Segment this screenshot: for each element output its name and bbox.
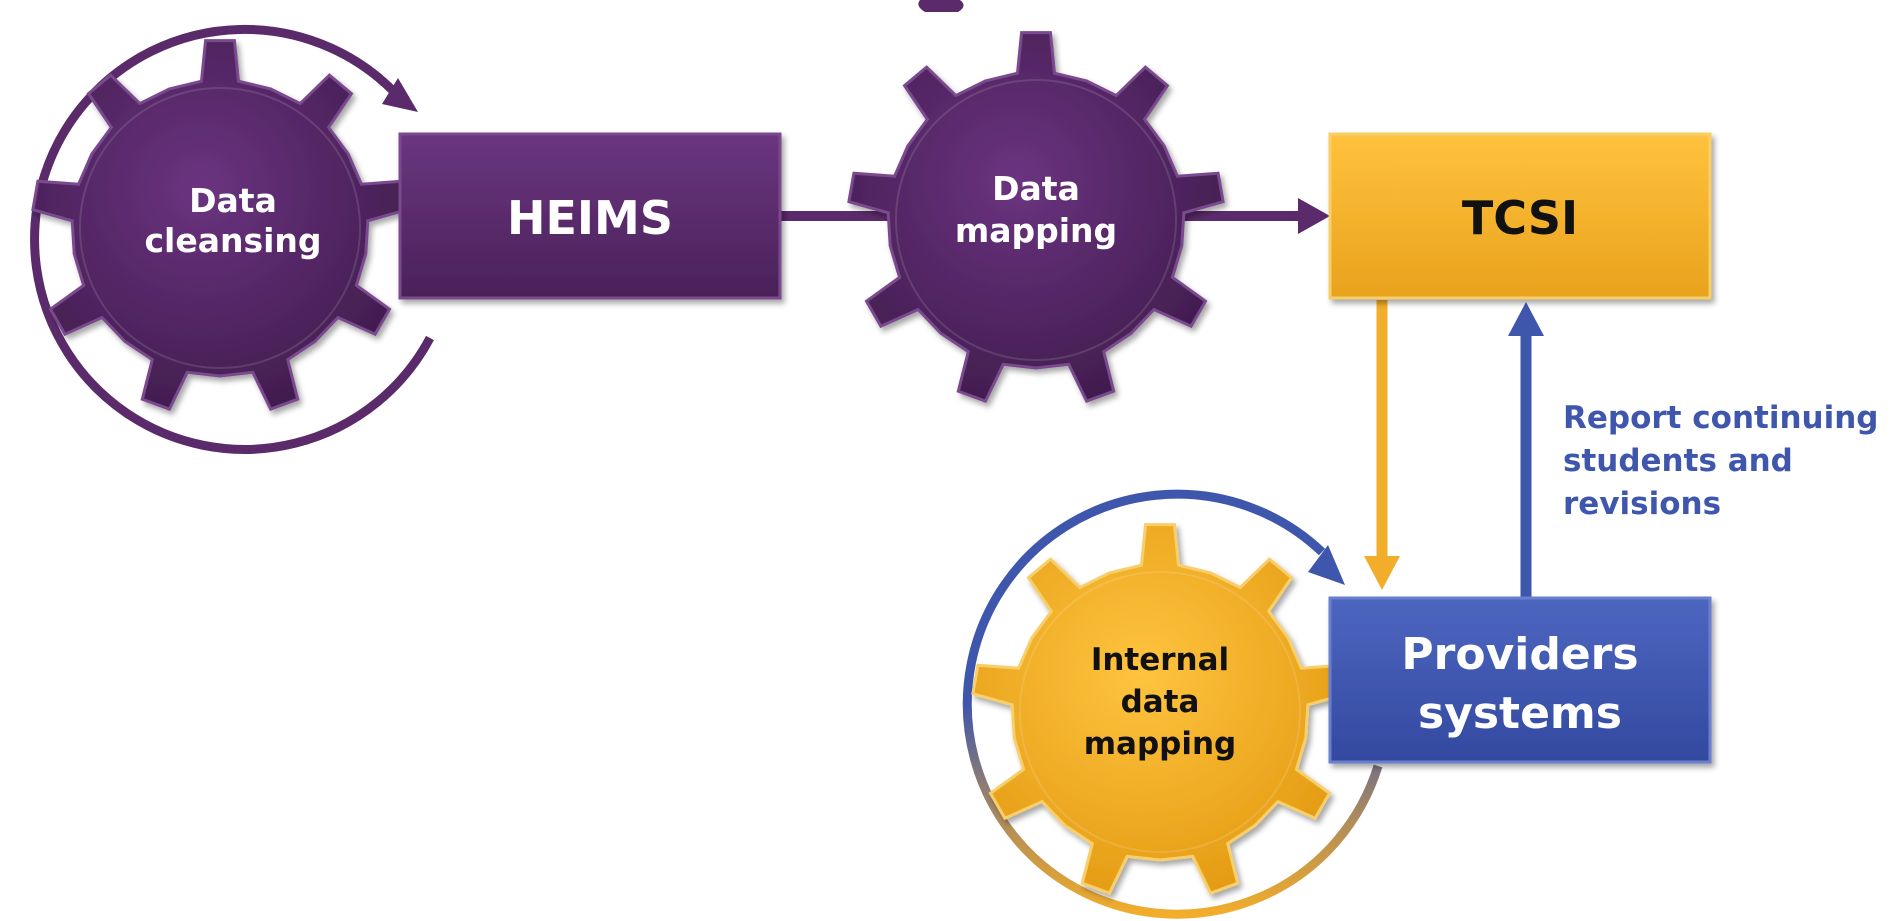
heims-label: HEIMS	[507, 191, 673, 245]
internal-cycle-arrow	[962, 489, 1383, 919]
gear-mapping-shape	[847, 31, 1225, 403]
data-mapping-label-line-2: mapping	[955, 211, 1117, 250]
gear-cleansing-rim	[79, 87, 361, 369]
gear-internal-rim	[1019, 571, 1301, 853]
heims-box	[398, 132, 782, 300]
providers-to-tcsi-arrowhead	[1508, 302, 1544, 336]
internal-mapping-label-line-2: data	[1121, 684, 1200, 720]
internal-data-mapping-gear-icon	[971, 523, 1349, 895]
internal-mapping-label-line-3: mapping	[1084, 726, 1237, 762]
heims-to-tcsi-arrowhead	[1298, 198, 1330, 234]
internal-cycle-arrowhead	[1308, 545, 1345, 585]
data-cleansing-gear-icon	[31, 39, 409, 411]
providers-systems-box	[1328, 596, 1712, 764]
providers-label-line-2: systems	[1418, 688, 1622, 739]
data-mapping-gear-icon	[847, 31, 1225, 403]
gear-cleansing-shape	[31, 39, 409, 411]
tcsi-to-providers-arrowhead	[1364, 556, 1400, 590]
tcsi-box	[1328, 132, 1712, 300]
providers-label-line-1: Providers	[1401, 629, 1638, 680]
data-cleansing-label-line-1: Data	[189, 181, 277, 220]
gear-mapping-rim	[895, 79, 1177, 361]
tcsi-label: TCSI	[1462, 191, 1578, 245]
cleansing-cycle-arrow	[30, 24, 434, 454]
report-annotation-line-2: students and	[1563, 443, 1793, 479]
data-mapping-label-line-1: Data	[992, 169, 1080, 208]
gear-internal-shape	[971, 523, 1349, 895]
title-fragment	[918, 0, 964, 12]
cleansing-cycle-arrowhead	[382, 78, 418, 112]
internal-mapping-label-line-1: Internal	[1091, 642, 1229, 678]
report-annotation-line-1: Report continuing	[1563, 400, 1879, 436]
data-cleansing-label-line-2: cleansing	[144, 221, 321, 260]
report-annotation-line-3: revisions	[1563, 486, 1721, 522]
